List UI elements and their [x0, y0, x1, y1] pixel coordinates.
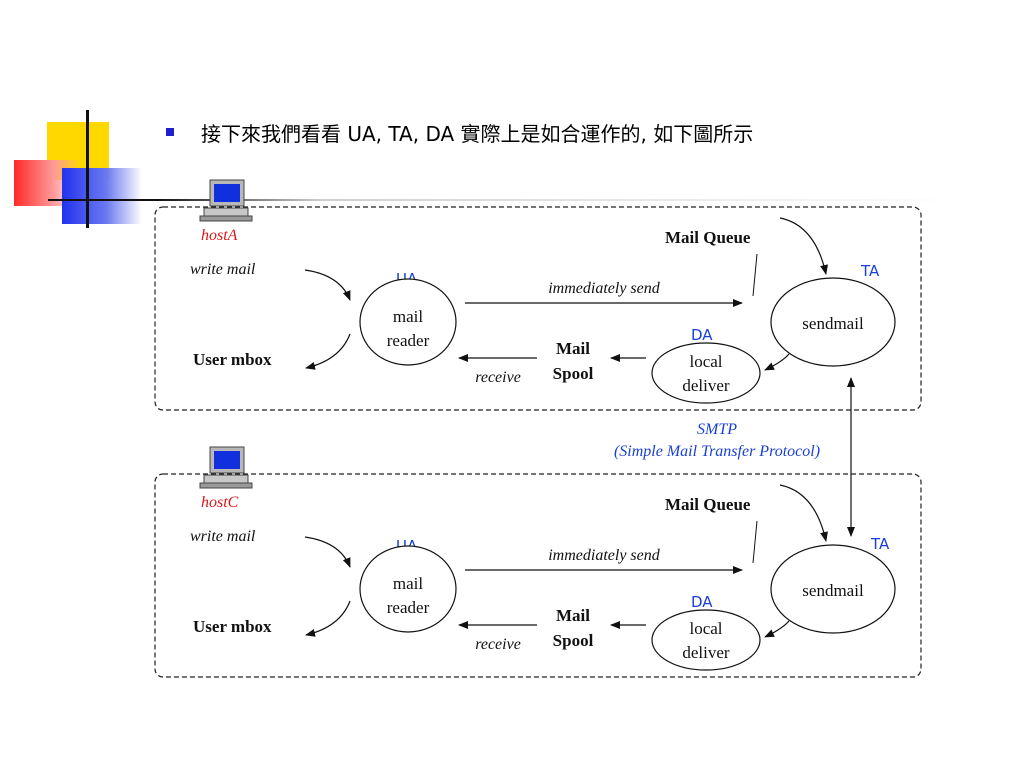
queue-tick: [752, 520, 758, 564]
write-mail-arrow: [304, 536, 351, 568]
ta-node: [770, 544, 896, 634]
ta-label: TA: [870, 535, 890, 553]
da-text-line1: local: [689, 619, 722, 638]
ua-node: [359, 545, 457, 633]
write-mail-label: write mail: [190, 261, 256, 278]
queue-to-ta-arrow: [779, 484, 828, 542]
mail-spool-line2: Spool: [553, 364, 594, 383]
mail-spool-line2: Spool: [553, 631, 594, 650]
mail-queue-label: Mail Queue: [665, 228, 751, 247]
ua-text-line1: mail: [393, 307, 423, 326]
ua-text-line1: mail: [393, 574, 423, 593]
bullet-square-icon: [166, 128, 174, 136]
immediately-send-label: immediately send: [548, 280, 661, 297]
da-node: [651, 609, 761, 671]
smtp-full-label: (Simple Mail Transfer Protocol): [614, 443, 820, 460]
ua-text-line2: reader: [387, 331, 430, 350]
da-node: [651, 342, 761, 404]
ta-to-da-arrow: [764, 353, 790, 371]
host-c-group: hostC write mail User mbox UA mail reade…: [154, 446, 922, 678]
host-a-boundary: [154, 206, 922, 411]
immediately-send-label: immediately send: [548, 547, 661, 564]
write-mail-arrow: [304, 269, 351, 301]
user-mbox-label: User mbox: [193, 617, 272, 636]
da-label: DA: [691, 593, 713, 611]
ta-text: sendmail: [802, 581, 864, 600]
slide-title: 接下來我們看看 UA, TA, DA 實際上是如合運作的, 如下圖所示: [201, 122, 754, 146]
queue-to-ta-arrow: [779, 217, 828, 275]
ta-to-da-arrow: [764, 620, 790, 638]
corner-vertical-line: [86, 110, 89, 228]
mail-spool-line1: Mail: [556, 606, 590, 625]
ta-label: TA: [860, 262, 880, 280]
computer-icon: [199, 179, 253, 222]
host-label: hostA: [201, 227, 238, 244]
corner-horizontal-line: [48, 199, 960, 201]
queue-tick: [752, 253, 758, 297]
ua-node: [359, 278, 457, 366]
smtp-label: SMTP: [697, 421, 737, 438]
receive-label: receive: [475, 636, 521, 653]
ta-node: [770, 277, 896, 367]
host-c-boundary: [154, 473, 922, 678]
user-mbox-label: User mbox: [193, 350, 272, 369]
mail-spool-line1: Mail: [556, 339, 590, 358]
da-text-line2: deliver: [682, 376, 730, 395]
ta-text: sendmail: [802, 314, 864, 333]
receive-label: receive: [475, 369, 521, 386]
computer-icon: [199, 446, 253, 489]
da-text-line2: deliver: [682, 643, 730, 662]
write-mail-label: write mail: [190, 528, 256, 545]
da-text-line1: local: [689, 352, 722, 371]
ua-text-line2: reader: [387, 598, 430, 617]
mail-queue-label: Mail Queue: [665, 495, 751, 514]
to-mbox-arrow: [305, 333, 351, 370]
host-label: hostC: [201, 494, 239, 511]
to-mbox-arrow: [305, 600, 351, 637]
corner-blue-gradient: [62, 168, 142, 224]
da-label: DA: [691, 326, 713, 344]
host-a-group: hostA write mail User mbox UA mail reade…: [154, 179, 922, 411]
